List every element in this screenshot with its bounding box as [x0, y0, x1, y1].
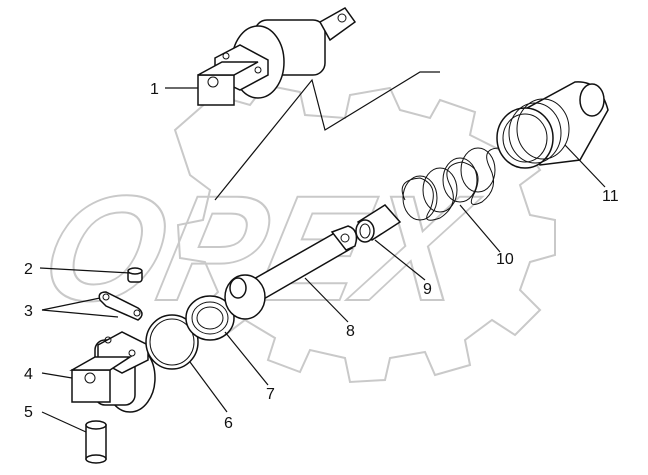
part-8-piston-rod [224, 225, 358, 320]
callout-labels: 1 2 3 4 5 6 7 8 9 10 11 [24, 81, 619, 432]
callout-4: 4 [24, 366, 33, 383]
callout-10: 10 [496, 251, 514, 268]
leader-lines [39, 87, 606, 433]
leader-7 [224, 331, 269, 386]
part-7-seal [185, 295, 235, 341]
leader-9 [374, 239, 426, 281]
part-3-link-plate [98, 291, 143, 321]
leader-3b [41, 309, 119, 318]
leader-5 [41, 411, 87, 433]
part-4-end-fitting [69, 331, 156, 413]
leader-6 [189, 361, 228, 413]
part-10-spring [401, 147, 501, 221]
callout-9: 9 [423, 281, 432, 298]
leader-4 [41, 372, 73, 379]
part-5-bushing [85, 420, 107, 464]
callout-3: 3 [24, 303, 33, 320]
callout-8: 8 [346, 323, 355, 340]
callout-11: 11 [602, 188, 619, 205]
break-line [214, 71, 440, 201]
part-1-end-fitting [197, 7, 357, 106]
leader-2 [39, 267, 131, 274]
callout-2: 2 [24, 261, 33, 278]
part-6-o-ring [145, 314, 199, 370]
callout-7: 7 [266, 386, 275, 403]
callout-5: 5 [24, 404, 33, 421]
leader-3a [41, 297, 101, 311]
callout-6: 6 [224, 415, 233, 432]
part-11-housing [496, 81, 609, 169]
leader-10 [459, 204, 501, 253]
callout-1: 1 [150, 81, 159, 98]
part-6-o-ring-inner [149, 318, 195, 366]
part-9-sleeve [355, 204, 402, 243]
leader-11 [564, 144, 606, 188]
leader-8 [304, 277, 349, 323]
part-2-pin [127, 267, 143, 283]
